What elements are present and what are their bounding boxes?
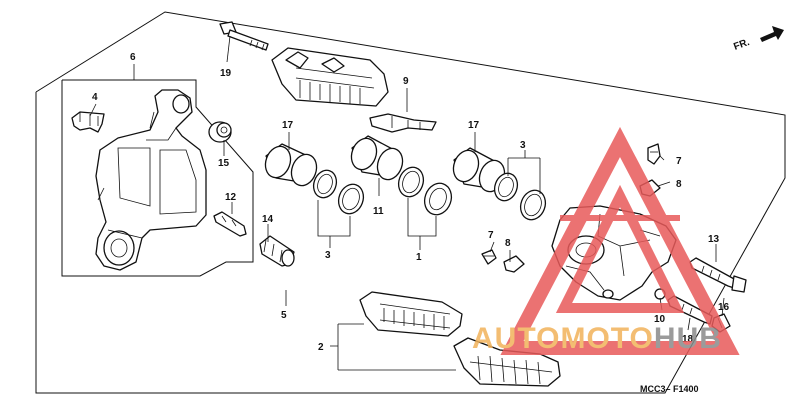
leader-lines [89, 35, 725, 371]
label-17-right: 17 [468, 120, 480, 131]
brake-pad-upper [271, 47, 389, 107]
brake-pad-inner [453, 337, 561, 387]
caliper-bracket [95, 89, 207, 271]
mounting-bolt [219, 21, 269, 51]
bleeder-cap-center [503, 255, 525, 273]
watermark: AUTOMOTOHUB [472, 126, 740, 355]
label-9: 9 [403, 76, 409, 87]
watermark-text: AUTOMOTOHUB [472, 322, 722, 355]
assembly-frame [35, 11, 786, 394]
label-8-right: 8 [676, 179, 682, 190]
label-3-right: 3 [520, 140, 526, 151]
label-3-left: 3 [325, 250, 331, 261]
pin-boot [208, 121, 232, 143]
label-14: 14 [262, 214, 274, 225]
label-12: 12 [225, 192, 237, 203]
pad-shim [369, 113, 437, 133]
piston-seal-right [493, 172, 519, 202]
label-13: 13 [708, 234, 720, 245]
watermark-triangle-icon [500, 126, 740, 355]
brake-pad-outer [359, 291, 463, 337]
piston-seal-center [397, 166, 425, 198]
dust-seal-center [423, 182, 453, 216]
label-11: 11 [373, 206, 384, 217]
pad-spring-clip [71, 111, 105, 133]
label-7-right: 7 [676, 156, 682, 167]
label-17-left: 17 [282, 120, 294, 131]
label-2: 2 [318, 342, 324, 353]
watermark-text-moto: MOTO [560, 322, 653, 355]
watermark-text-hub: HUB [654, 322, 722, 355]
label-18: 18 [682, 334, 694, 345]
label-6: 6 [130, 52, 136, 63]
label-4: 4 [92, 92, 98, 103]
drawing-code: MCC3– F1400 [640, 384, 699, 394]
part-labels: 6 4 19 9 17 17 3 15 12 14 11 3 1 7 8 7 8… [92, 52, 730, 353]
pin-boot-2 [259, 235, 295, 267]
label-15: 15 [218, 158, 230, 169]
front-arrow-icon [760, 26, 784, 42]
watermark-text-auto: AUTO [472, 322, 560, 355]
front-label: FR. [732, 37, 751, 53]
label-8-center: 8 [505, 238, 511, 249]
front-indicator: FR. [732, 26, 784, 53]
piston-left [264, 143, 318, 187]
label-1: 1 [416, 252, 422, 263]
bracket-subassembly-frame [61, 79, 254, 277]
label-5: 5 [281, 310, 287, 321]
bleeder-valve-center [481, 249, 497, 265]
piston-center [350, 135, 404, 181]
bleeder-valve-right [647, 143, 661, 165]
bracket-pin [213, 211, 247, 237]
label-19: 19 [220, 68, 232, 79]
piston-seal-left [312, 169, 338, 199]
label-7-center: 7 [488, 230, 494, 241]
dust-seal-left [337, 183, 365, 215]
label-10: 10 [654, 314, 666, 325]
dust-seal-right [519, 189, 547, 221]
label-16: 16 [718, 302, 730, 313]
